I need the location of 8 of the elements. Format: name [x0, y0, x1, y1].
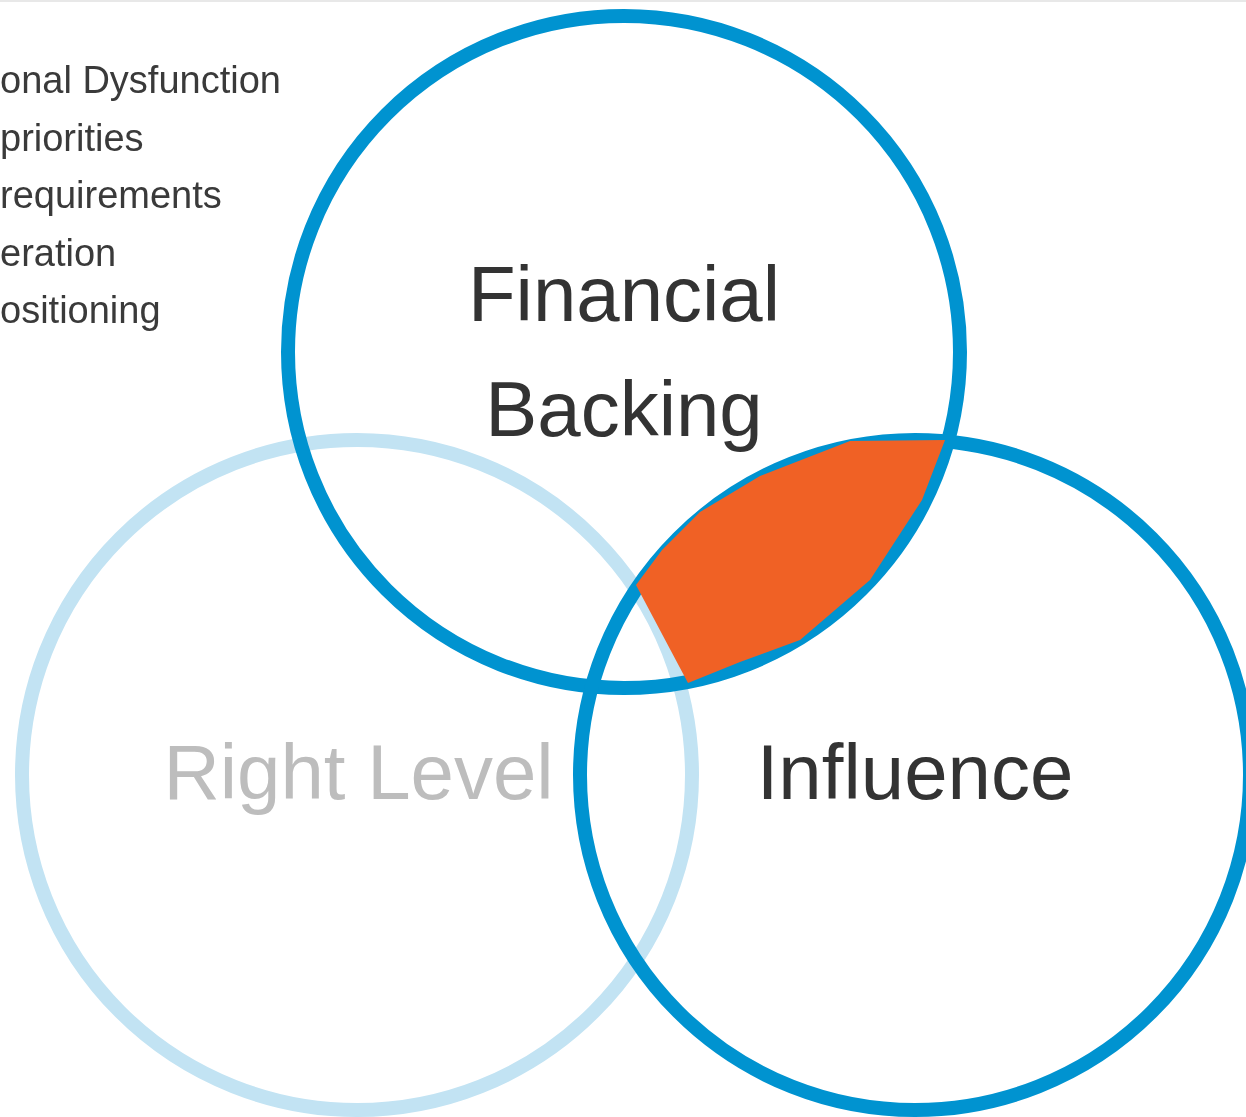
- list-item-text: priorities: [0, 115, 145, 161]
- list-item-text: requirements: [0, 173, 223, 218]
- circle-label: Financial Backing: [466, 249, 782, 455]
- list-item-text: ositioning: [0, 288, 162, 333]
- circle-label: Right Level: [163, 727, 554, 818]
- circle-label: Influence: [756, 727, 1074, 818]
- list-item-text: onal Dysfunction: [0, 58, 281, 103]
- list-item-text: eration: [0, 230, 118, 276]
